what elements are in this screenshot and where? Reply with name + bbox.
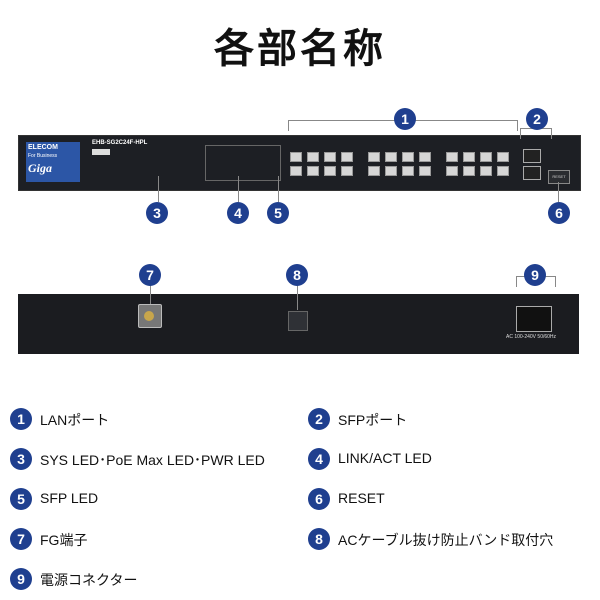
- sfp-port-1[interactable]: [523, 149, 541, 163]
- lan-port[interactable]: [419, 152, 431, 162]
- lan-port[interactable]: [480, 152, 492, 162]
- lan-port[interactable]: [463, 166, 475, 176]
- lan-port[interactable]: [463, 152, 475, 162]
- fg-screw-icon: [144, 311, 154, 321]
- callout-2: 2: [526, 108, 548, 130]
- lan-port[interactable]: [368, 152, 380, 162]
- lan-port[interactable]: [446, 166, 458, 176]
- lan-port[interactable]: [341, 152, 353, 162]
- lan-port[interactable]: [341, 166, 353, 176]
- power-rating: AC 100-240V 50/60Hz: [506, 334, 557, 340]
- legend-item-3: SYS LED･PoE Max LED･PWR LED: [40, 452, 265, 468]
- lan-port[interactable]: [446, 152, 458, 162]
- giga-logo: Giga: [28, 161, 52, 175]
- lan-port[interactable]: [385, 152, 397, 162]
- legend-badge-8: 8: [308, 528, 330, 550]
- callout-4: 4: [227, 202, 249, 224]
- brand-text: ELECOM: [28, 144, 58, 151]
- legend-badge-6: 6: [308, 488, 330, 510]
- reset-button[interactable]: RESET: [548, 170, 570, 184]
- lan-port[interactable]: [402, 152, 414, 162]
- lan-port[interactable]: [480, 166, 492, 176]
- lan-port[interactable]: [290, 152, 302, 162]
- legend-item-9: 電源コネクター: [40, 572, 138, 588]
- power-connector: [516, 306, 552, 332]
- legend-badge-4: 4: [308, 448, 330, 470]
- lan-port[interactable]: [385, 166, 397, 176]
- lan-port[interactable]: [402, 166, 414, 176]
- callout-6: 6: [548, 202, 570, 224]
- sub-brand-text: For Business: [28, 153, 58, 159]
- legend-item-5: SFP LED: [40, 490, 99, 506]
- model-number: EHB-SG2C24F-HPL: [92, 140, 148, 146]
- page-title: 各部名称: [214, 26, 386, 72]
- band-line: [297, 284, 298, 310]
- lan-port[interactable]: [290, 166, 302, 176]
- callout-3: 3: [146, 202, 168, 224]
- fg-line: [150, 284, 151, 304]
- sfp-port-2[interactable]: [523, 166, 541, 180]
- legend-item-8: ACケーブル抜け防止バンド取付穴: [338, 532, 554, 548]
- legend-badge-2: 2: [308, 408, 330, 430]
- reset-line: [558, 182, 559, 202]
- callout-1: 1: [394, 108, 416, 130]
- legend-item-6: RESET: [338, 490, 385, 506]
- switch-front-panel: [18, 135, 581, 191]
- lan-port[interactable]: [419, 166, 431, 176]
- link-act-line: [238, 176, 239, 202]
- led-panel: [205, 145, 281, 181]
- legend-item-4: LINK/ACT LED: [338, 450, 432, 466]
- band-hole: [288, 311, 308, 331]
- brand-panel: ELECOM For Business Giga: [26, 142, 80, 182]
- lan-port[interactable]: [497, 166, 509, 176]
- lan-port[interactable]: [368, 166, 380, 176]
- legend-badge-7: 7: [10, 528, 32, 550]
- model-tag: [92, 149, 110, 155]
- legend-item-1: LANポート: [40, 412, 110, 428]
- callout-5: 5: [267, 202, 289, 224]
- callout-9: 9: [524, 264, 546, 286]
- lan-port[interactable]: [324, 152, 336, 162]
- legend-badge-3: 3: [10, 448, 32, 470]
- callout-8: 8: [286, 264, 308, 286]
- lan-port[interactable]: [307, 152, 319, 162]
- lan-port[interactable]: [307, 166, 319, 176]
- legend-badge-1: 1: [10, 408, 32, 430]
- sfp-led-line: [278, 176, 279, 202]
- legend-item-7: FG端子: [40, 532, 88, 548]
- legend-badge-5: 5: [10, 488, 32, 510]
- sys-led-line: [158, 176, 159, 202]
- legend-badge-9: 9: [10, 568, 32, 590]
- lan-port[interactable]: [497, 152, 509, 162]
- lan-port[interactable]: [324, 166, 336, 176]
- callout-7: 7: [139, 264, 161, 286]
- legend-item-2: SFPポート: [338, 412, 408, 428]
